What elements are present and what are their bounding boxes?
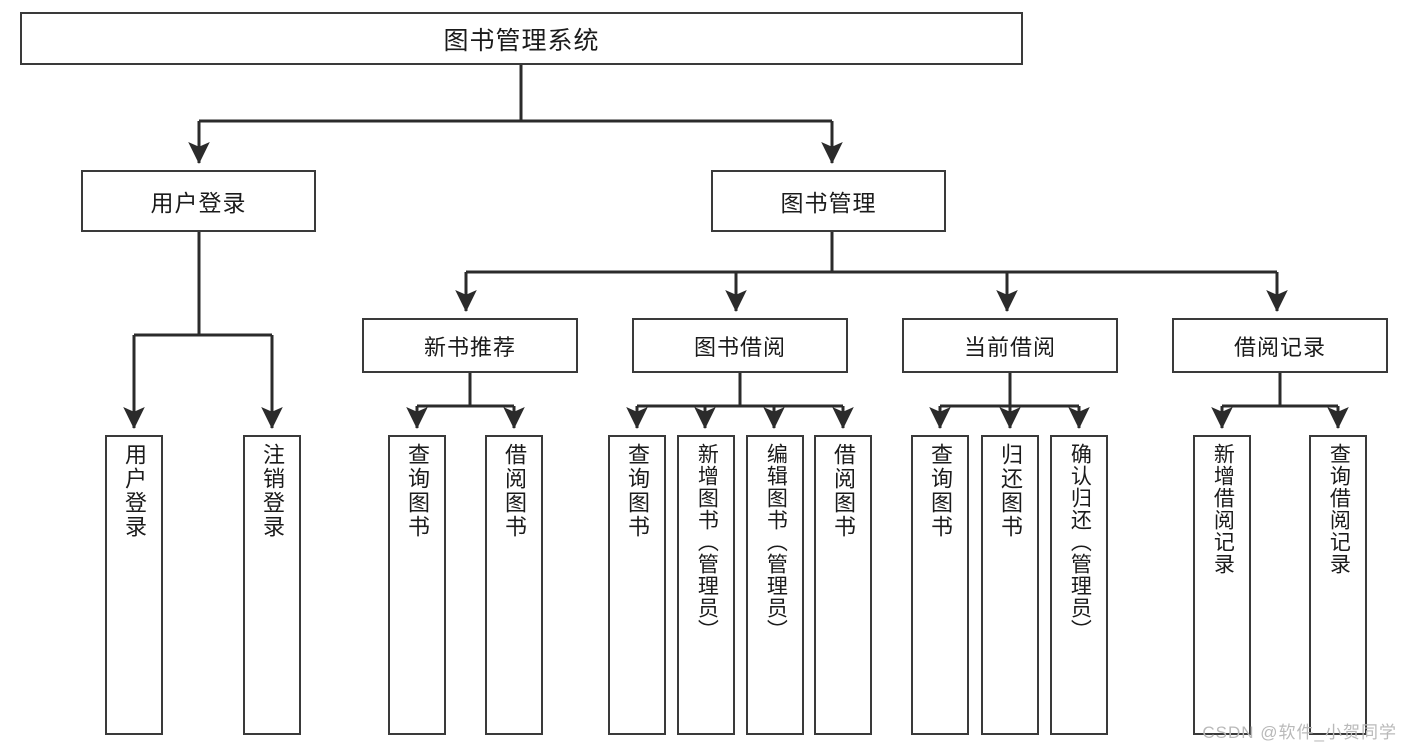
node-leaf-query-book-3[interactable]: 查询图书	[911, 435, 969, 735]
node-borrow-record-label: 借阅记录	[1233, 334, 1326, 360]
node-borrow-record[interactable]: 借阅记录	[1172, 318, 1388, 373]
node-leaf-add-book-label: 新增图书（管理员）	[695, 443, 719, 641]
node-leaf-query-record-label: 查询借阅记录	[1327, 443, 1351, 575]
watermark: CSDN @软件_小贺同学	[1202, 723, 1397, 742]
node-leaf-add-record[interactable]: 新增借阅记录	[1193, 435, 1251, 735]
node-leaf-user-login[interactable]: 用户登录	[105, 435, 163, 735]
node-book-borrow[interactable]: 图书借阅	[632, 318, 848, 373]
node-leaf-borrow-book-2-label: 借阅图书	[830, 443, 856, 539]
node-root[interactable]: 图书管理系统	[20, 12, 1023, 65]
node-leaf-return-book-label: 归还图书	[997, 443, 1023, 539]
node-leaf-add-book[interactable]: 新增图书（管理员）	[677, 435, 735, 735]
node-leaf-user-logout[interactable]: 注销登录	[243, 435, 301, 735]
node-new-book-rec[interactable]: 新书推荐	[362, 318, 578, 373]
node-leaf-query-book-1[interactable]: 查询图书	[388, 435, 446, 735]
node-leaf-user-logout-label: 注销登录	[259, 443, 285, 539]
node-user-login[interactable]: 用户登录	[81, 170, 316, 232]
node-leaf-query-book-2[interactable]: 查询图书	[608, 435, 666, 735]
node-root-label: 图书管理系统	[443, 26, 600, 55]
node-leaf-borrow-book-2[interactable]: 借阅图书	[814, 435, 872, 735]
node-leaf-borrow-book-1[interactable]: 借阅图书	[485, 435, 543, 735]
node-leaf-return-book[interactable]: 归还图书	[981, 435, 1039, 735]
node-leaf-query-record[interactable]: 查询借阅记录	[1309, 435, 1367, 735]
node-current-borrow-label: 当前借阅	[963, 334, 1056, 360]
node-leaf-query-book-2-label: 查询图书	[624, 443, 650, 539]
node-leaf-user-login-label: 用户登录	[121, 443, 147, 539]
node-leaf-borrow-book-1-label: 借阅图书	[501, 443, 527, 539]
node-leaf-confirm-return-label: 确认归还（管理员）	[1068, 443, 1092, 641]
node-book-manage[interactable]: 图书管理	[711, 170, 946, 232]
node-leaf-query-book-3-label: 查询图书	[927, 443, 953, 539]
node-leaf-query-book-1-label: 查询图书	[404, 443, 430, 539]
node-current-borrow[interactable]: 当前借阅	[902, 318, 1118, 373]
node-book-manage-label: 图书管理	[780, 190, 877, 216]
node-new-book-rec-label: 新书推荐	[423, 334, 516, 360]
node-leaf-confirm-return[interactable]: 确认归还（管理员）	[1050, 435, 1108, 735]
node-user-login-label: 用户登录	[150, 190, 247, 216]
node-leaf-add-record-label: 新增借阅记录	[1211, 443, 1235, 575]
node-book-borrow-label: 图书借阅	[693, 334, 786, 360]
node-leaf-edit-book[interactable]: 编辑图书（管理员）	[746, 435, 804, 735]
node-leaf-edit-book-label: 编辑图书（管理员）	[764, 443, 788, 641]
